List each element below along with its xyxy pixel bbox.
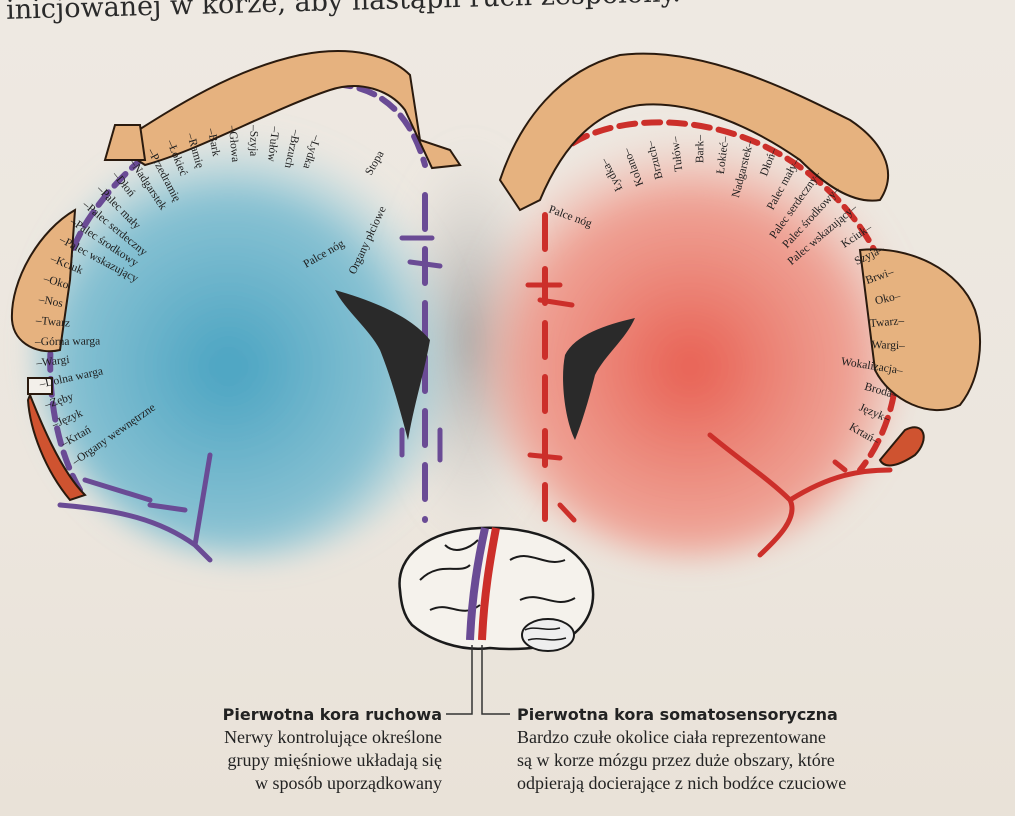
motor-leader-line	[446, 645, 472, 714]
sensory-body-label: Bark–	[694, 135, 706, 163]
motor-hand	[105, 125, 145, 160]
motor-caption: Pierwotna kora ruchowa Nerwy kontrolując…	[223, 703, 442, 795]
sensory-caption-line: są w korze mózgu przez duże obszary, któ…	[517, 749, 846, 772]
motor-caption-line: grupy mięśniowe układają się	[223, 749, 442, 772]
motor-side-label: Stopa	[363, 149, 386, 178]
motor-caption-title: Pierwotna kora ruchowa	[223, 703, 442, 726]
sensory-caption-line: odpierają docierające z nich bodźce czuc…	[517, 772, 846, 795]
motor-body-label: –Szyja	[247, 124, 259, 156]
brain-illustration	[400, 528, 594, 651]
sensory-caption: Pierwotna kora somatosensoryczna Bardzo …	[517, 703, 846, 795]
motor-body-label: –Górna warga	[34, 335, 100, 348]
sensory-body-label: Wargi–	[871, 339, 905, 352]
sensory-caption-line: Bardzo czułe okolice ciała reprezentowan…	[517, 726, 846, 749]
sensory-caption-title: Pierwotna kora somatosensoryczna	[517, 703, 846, 726]
motor-caption-line: w sposób uporządkowany	[223, 772, 442, 795]
motor-caption-line: Nerwy kontrolujące określone	[223, 726, 442, 749]
sensory-tongue	[880, 427, 924, 465]
sensory-leader-line	[482, 645, 510, 714]
